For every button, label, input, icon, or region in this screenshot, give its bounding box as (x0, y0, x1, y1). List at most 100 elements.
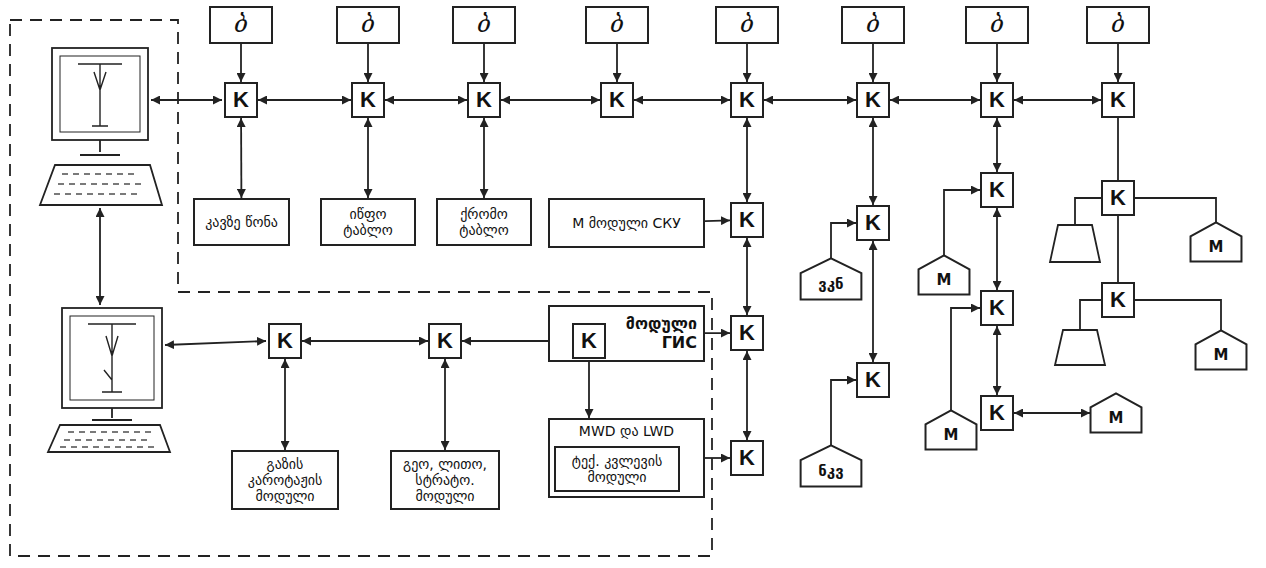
key-stroke (101, 431, 107, 432)
connector (996, 118, 998, 172)
connector (746, 44, 748, 82)
key-stroke (76, 193, 82, 194)
key-stroke (79, 431, 85, 432)
device-shape: M (1190, 222, 1242, 262)
node-label: ბ (740, 11, 754, 39)
node-label: M (1214, 347, 1229, 364)
connector (996, 208, 998, 290)
key-stroke (134, 431, 140, 432)
controller-box: K (730, 440, 764, 476)
key-stroke (82, 446, 88, 447)
controller-box: K (856, 205, 890, 241)
key-stroke (98, 193, 104, 194)
controller-box: K (268, 323, 302, 359)
node-label: M (1109, 410, 1124, 427)
connector (501, 99, 600, 101)
controller-box: K (224, 82, 258, 118)
key-stroke (84, 173, 90, 174)
module-box: ქრომო ტაბლო (436, 198, 532, 246)
controller-box: K (467, 82, 501, 118)
node-label: K (609, 87, 625, 112)
connector (996, 326, 998, 395)
node-label: ნკვ (818, 463, 843, 480)
key-stroke (108, 439, 114, 440)
module-box: კავზე წონა (193, 198, 290, 246)
key-stroke (113, 183, 119, 184)
computer-icon (40, 48, 162, 205)
controller-box: K (856, 82, 890, 118)
module-box: გეო, ლითო, სტრატო. მოდული (390, 450, 500, 510)
connector (385, 99, 467, 101)
keyboard-keys (54, 174, 154, 447)
connector (872, 118, 874, 205)
node-label: M (1209, 239, 1224, 256)
key-stroke (87, 193, 93, 194)
key-stroke (97, 439, 103, 440)
node-label: გეო, ლითო, სტრატო. მოდული (396, 456, 494, 504)
sensor-box: ბ (1086, 6, 1150, 44)
node-label: ბ (610, 11, 624, 39)
connector (764, 99, 856, 101)
device-shape: M (1195, 330, 1247, 370)
connector (1117, 216, 1119, 282)
key-stroke (69, 183, 75, 184)
module-box: იწფო ტაბლო (320, 198, 416, 246)
connector (367, 118, 369, 198)
key-stroke (145, 431, 151, 432)
node-label: K (360, 87, 376, 112)
key-stroke (137, 446, 143, 447)
node-label: K (739, 207, 755, 232)
key-stroke (54, 193, 60, 194)
module-group-box: მოდული ГИСK (548, 305, 705, 362)
node-label: ბ (1111, 11, 1125, 39)
node-label: M მოდული СКУ (572, 215, 680, 231)
decor-group (10, 20, 1105, 556)
module-box: M მოდული СКУ (548, 198, 705, 248)
node-label: K (739, 320, 755, 345)
sensor-box: ბ (965, 6, 1029, 44)
connector (1135, 198, 1216, 222)
key-stroke (124, 183, 130, 184)
controller-box: K (1101, 180, 1135, 216)
node-label: K (865, 210, 881, 235)
node-label: ბ (477, 11, 491, 39)
controller-box: K (980, 395, 1014, 431)
device-shape (1050, 225, 1100, 262)
dashed-boundary (10, 20, 712, 556)
key-stroke (58, 183, 64, 184)
node-label: გაზის კაროტაჟის მოდული (237, 456, 333, 504)
connector (1117, 44, 1119, 82)
node-label: K (989, 177, 1005, 202)
edge-layer (241, 44, 1221, 458)
key-stroke (123, 431, 129, 432)
module-group-box: MWD და LWDტექ. კვლევის მოდული (548, 418, 705, 498)
node-label: K (865, 367, 881, 392)
connector (746, 118, 748, 202)
controller-box: K (730, 82, 764, 118)
key-stroke (120, 193, 126, 194)
connector (746, 238, 748, 315)
connector (634, 99, 730, 101)
connector (705, 457, 730, 459)
connector (746, 351, 748, 440)
connector (616, 44, 618, 82)
controller-box: K (1101, 282, 1135, 318)
module-box: ტექ. კვლევის მოდული (554, 446, 680, 492)
controller-box: K (730, 315, 764, 351)
node-label: K (1110, 87, 1126, 112)
sensor-box: ბ (715, 6, 779, 44)
node-label: K (1110, 287, 1126, 312)
controller-box: K (980, 290, 1014, 326)
key-stroke (64, 439, 70, 440)
key-stroke (91, 183, 97, 184)
key-stroke (90, 431, 96, 432)
sensor-box: ბ (452, 6, 516, 44)
connector (444, 359, 446, 450)
connector (996, 44, 998, 82)
sensor-box: ბ (841, 6, 905, 44)
connector (1014, 99, 1101, 101)
device-shape: ნკვ (800, 445, 862, 487)
connector (367, 44, 369, 82)
controller-box: K (428, 323, 462, 359)
